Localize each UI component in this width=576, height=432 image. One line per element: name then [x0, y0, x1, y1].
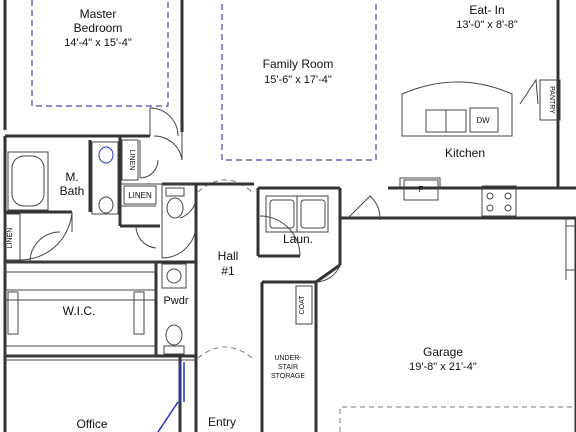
eat-in-dimensions: 13'-0" x 8'-8": [456, 19, 518, 31]
linen-door-arc: [139, 159, 159, 179]
master-ceiling-outline: [31, 0, 169, 107]
garage-dimensions: 19'-8" x 21'-4": [409, 361, 477, 373]
eat-in-label: Eat- In: [469, 3, 504, 17]
master-bedroom-label-2: Bedroom: [74, 21, 123, 35]
entry-label: Entry: [208, 415, 236, 429]
hall-door-arc-bottom: [197, 346, 253, 359]
wic-door: [29, 231, 61, 263]
vanity: [91, 141, 119, 215]
linen-label-mid: LINEN: [128, 191, 152, 200]
powder-sink: [166, 268, 182, 284]
entry-door-swing: [157, 401, 179, 432]
garage-label: Garage: [423, 345, 463, 359]
laundry-label: Laun.: [283, 232, 313, 246]
hall-label-2: #1: [221, 264, 235, 278]
fridge-label: F: [419, 185, 424, 194]
coat-closet-label: COAT: [299, 295, 306, 315]
office-label: Office: [76, 417, 107, 431]
pantry-door: [519, 78, 539, 105]
linen-label-left: LINEN: [7, 228, 14, 249]
under-stair-label-1: UNDER-: [274, 355, 302, 362]
family-room-label: Family Room: [263, 57, 334, 71]
master-bedroom-dimensions: 14'-4" x 15'-4": [64, 37, 132, 49]
wic-label: W.I.C.: [63, 304, 96, 318]
wic-shelf-right: [133, 291, 145, 335]
powder-room-label: Pwdr: [163, 295, 188, 307]
garage-door-outline: [339, 406, 576, 432]
family-patio-door: [347, 195, 381, 221]
master-bedroom-label-1: Master: [80, 7, 117, 21]
bath-toilet: [166, 197, 184, 219]
master-bath-label-2: Bath: [60, 184, 85, 198]
kitchen-label: Kitchen: [445, 146, 485, 160]
under-stair-label-3: STORAGE: [271, 373, 305, 380]
linen-label-top: LINEN: [128, 150, 135, 171]
hall-door-left-arc: [179, 199, 197, 219]
linen-closet-left: [3, 213, 21, 261]
dishwasher-label: DW: [476, 116, 490, 125]
linen-closet-mid: [123, 185, 157, 205]
kitchen-counter: [399, 177, 441, 188]
kitchen-island: [401, 81, 513, 137]
range: [481, 185, 517, 217]
sink-top: [98, 146, 114, 164]
pantry-label: PANTRY: [548, 86, 555, 114]
family-room-dimensions: 15'-6" x 17'-4": [264, 74, 332, 86]
powder-toilet: [165, 324, 183, 346]
wic-shelf-left: [7, 291, 19, 335]
linen-closet-top: [121, 139, 139, 181]
bathtub: [7, 151, 49, 211]
master-bath-door: [149, 107, 179, 137]
coat-closet: [295, 285, 313, 325]
pantry-closet: [539, 79, 561, 121]
hall-door-arc-top: [197, 179, 253, 193]
sink-bottom: [98, 196, 114, 214]
hall-label-1: Hall: [218, 249, 239, 263]
under-stair-label-2: STAIR: [278, 364, 298, 371]
refrigerator: [403, 179, 439, 201]
master-bath-label-1: M.: [65, 170, 78, 184]
family-ceiling-outline: [221, 0, 377, 161]
